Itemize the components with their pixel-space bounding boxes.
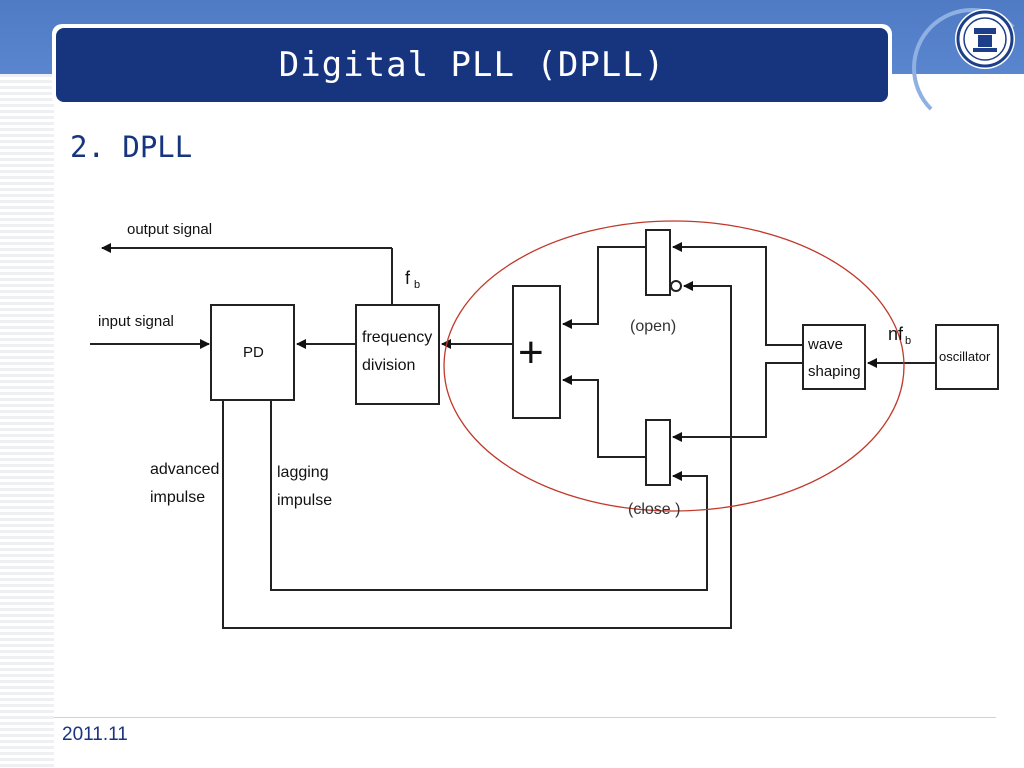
close-label: (close ) — [628, 501, 680, 518]
open-gate-block — [645, 229, 671, 296]
nfb-subscript: b — [905, 335, 911, 347]
wave-to-open-arrow — [672, 242, 803, 346]
fb-subscript: b — [414, 279, 420, 291]
open-gate-output-arrow — [562, 246, 646, 329]
lagging-impulse-loop — [270, 400, 708, 591]
lagging-label-line2: impulse — [277, 492, 332, 509]
footer-date: 2011.11 — [62, 724, 128, 745]
decorative-arc — [912, 8, 1024, 128]
nfb-label: nf — [888, 324, 904, 344]
title-bar: Digital PLL (DPLL) — [56, 28, 888, 102]
highlight-ellipse — [443, 220, 905, 512]
wave-to-close-arrow — [672, 362, 803, 442]
oscillator-block — [935, 324, 999, 390]
freq-label-line1: frequency — [362, 329, 432, 346]
open-label: (open) — [630, 318, 676, 335]
input-signal-label: input signal — [98, 313, 174, 330]
wave-shaping-block — [802, 324, 866, 390]
pd-block — [210, 304, 295, 401]
oscillator-label: oscillator — [939, 349, 991, 364]
advanced-label-line1: advanced — [150, 461, 219, 478]
advanced-label-line2: impulse — [150, 489, 205, 506]
wave-label-line2: shaping — [808, 363, 861, 380]
lagging-label-line1: lagging — [277, 464, 329, 481]
fb-label: f — [405, 268, 411, 288]
left-decoration — [0, 74, 54, 768]
plus-sign: + — [518, 328, 544, 377]
footer-divider — [54, 717, 996, 718]
advanced-impulse-loop — [222, 281, 732, 629]
close-gate-block — [645, 419, 671, 486]
close-gate-output-arrow — [562, 375, 646, 458]
freq-label-line2: division — [362, 357, 415, 374]
inverter-bubble — [670, 280, 682, 292]
pd-label: PD — [243, 344, 264, 361]
frequency-division-block — [355, 304, 440, 405]
section-heading: 2. DPLL — [70, 130, 193, 164]
adder-block — [512, 285, 561, 419]
university-seal-icon — [955, 9, 1015, 69]
wave-label-line1: wave — [807, 336, 843, 353]
slide-title: Digital PLL (DPLL) — [278, 45, 666, 85]
output-signal-label: output signal — [127, 221, 212, 238]
